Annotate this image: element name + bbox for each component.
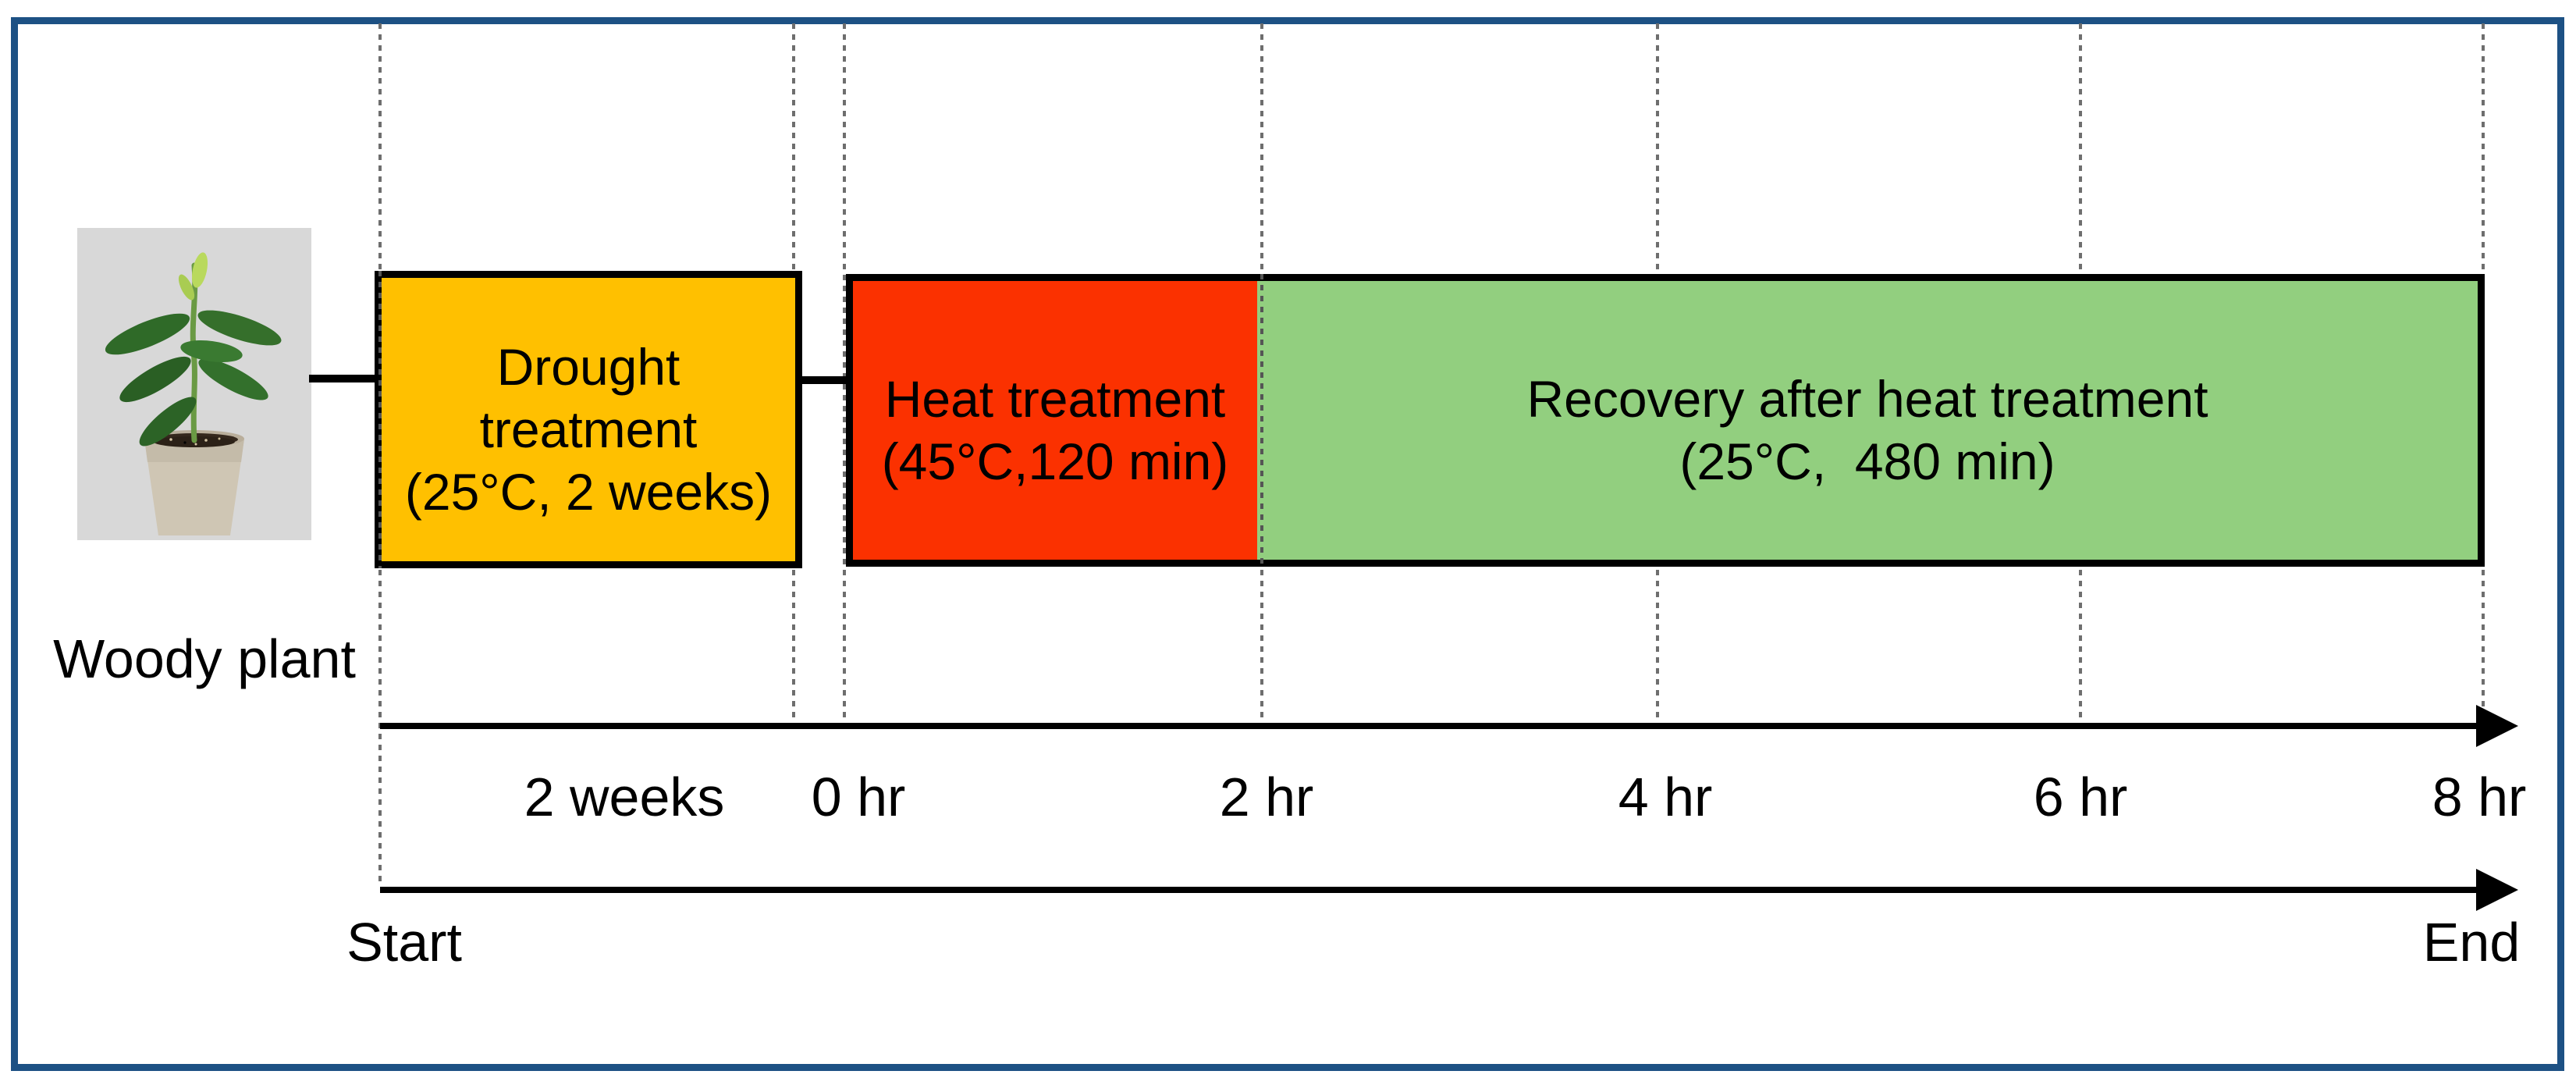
start-label: Start [346, 912, 462, 973]
stage-text-line: (45°C,120 min) [881, 432, 1229, 490]
guide-line-0hr [843, 23, 846, 723]
stage-text-line: (25°C, 480 min) [1679, 432, 2055, 490]
tick-label-4hr: 4 hr [1618, 767, 1713, 827]
time-axis-arrowhead-icon [2476, 705, 2518, 747]
stage-text-line: Heat treatment [884, 369, 1226, 428]
stage-box-heat: Heat treatment (45°C,120 min) [846, 274, 1264, 567]
stage-box-recovery: Recovery after heat treatment (25°C, 480… [1257, 274, 2485, 567]
stage-text-line: (25°C, 2 weeks) [404, 462, 773, 521]
overall-span-arrowhead-icon [2476, 869, 2518, 911]
stage-text-line: Recovery after heat treatment [1526, 369, 2208, 428]
figure-border [11, 17, 2564, 1071]
tick-label-6hr: 6 hr [2033, 767, 2128, 827]
guide-line-overlay-2hr [1260, 274, 1263, 567]
end-label: End [2422, 912, 2521, 973]
tick-label-0hr: 0 hr [811, 767, 906, 827]
potted-plant-photo [77, 228, 311, 540]
time-axis-arrow [380, 723, 2479, 729]
stage-text-line: treatment [479, 400, 698, 458]
tick-label-2hr: 2 hr [1219, 767, 1314, 827]
tick-label-8hr: 8 hr [2432, 767, 2527, 827]
stage-text-line: Drought [496, 337, 680, 396]
overall-span-arrow [380, 887, 2479, 893]
tick-label-2weeks: 2 weeks [524, 767, 725, 827]
connector-plant-to-drought [309, 375, 378, 382]
stage-box-drought: Drought treatment (25°C, 2 weeks) [375, 271, 802, 568]
guide-line-overlay-start [378, 271, 382, 568]
connector-drought-to-heat [799, 376, 847, 384]
plant-caption: Woody plant [53, 628, 356, 689]
